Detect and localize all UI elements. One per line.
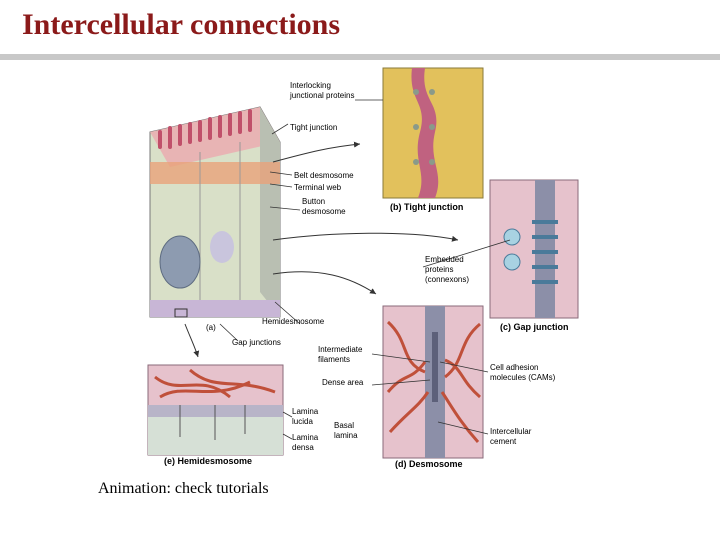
- label-panel-a: (a): [206, 323, 216, 332]
- label-embedded-proteins: Embedded proteins (connexons): [425, 255, 469, 284]
- animation-caption: Animation: check tutorials: [98, 480, 269, 497]
- label-terminal-web: Terminal web: [294, 183, 342, 192]
- title-divider: [0, 54, 720, 60]
- label-intermediate-filaments: Intermediate filaments: [318, 345, 365, 364]
- label-lamina-densa: Lamina densa: [292, 433, 320, 452]
- label-cell-adhesion-molecules: Cell adhesion molecules (CAMs): [490, 363, 556, 382]
- intercellular-connections-figure: (b) Tight junction (c) Gap junction (d) …: [147, 67, 579, 469]
- label-tight-junction: Tight junction: [290, 123, 337, 132]
- label-hemidesmosome: Hemidesmosome: [262, 317, 325, 326]
- label-basal-lamina: Basal lamina: [334, 421, 358, 440]
- slide-title: Intercellular connections: [22, 8, 341, 41]
- panel-c-label: (c) Gap junction: [500, 322, 569, 332]
- label-gap-junctions: Gap junctions: [232, 338, 281, 347]
- hemidesmosome-panel: [147, 364, 284, 456]
- label-interlocking-proteins: Interlocking junctional proteins: [289, 81, 354, 100]
- callout-arrows: [184, 141, 459, 358]
- epithelium-block-illustration: [149, 106, 281, 318]
- label-leader-lines: [219, 99, 511, 440]
- label-belt-desmosome: Belt desmosome: [294, 171, 354, 180]
- panel-e-label: (e) Hemidesmosome: [164, 456, 252, 466]
- label-intercellular-cement: Intercellular cement: [490, 427, 534, 446]
- desmosome-panel: [382, 305, 484, 459]
- gap-junction-panel: [489, 179, 579, 319]
- label-lamina-lucida: Lamina lucida: [292, 407, 320, 426]
- label-button-desmosome: Button desmosome: [302, 197, 346, 216]
- label-dense-area: Dense area: [322, 378, 364, 387]
- tight-junction-panel: [382, 67, 484, 199]
- panel-b-label: (b) Tight junction: [390, 202, 463, 212]
- panel-d-label: (d) Desmosome: [395, 459, 463, 469]
